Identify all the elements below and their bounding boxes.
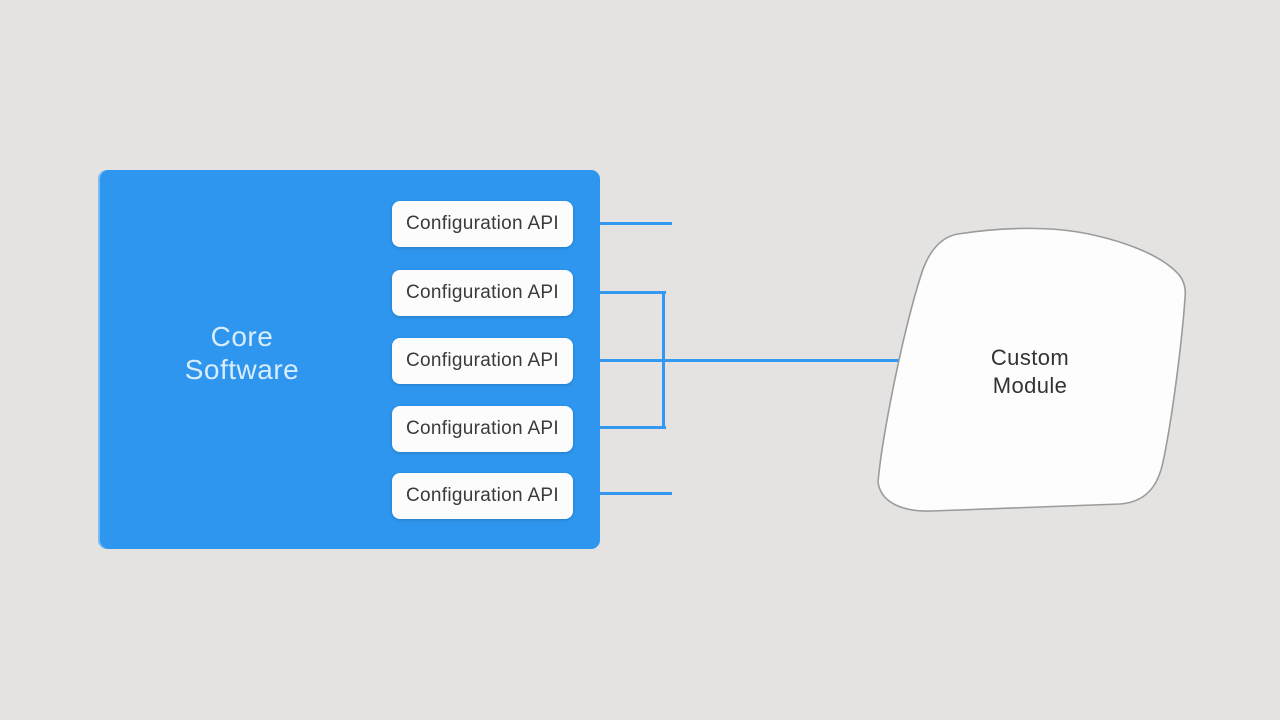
- connector-line-3-to-module: [600, 359, 911, 362]
- api-box-3: Configuration API: [392, 338, 573, 384]
- custom-module-label-line1: Custom: [990, 345, 1070, 370]
- connector-line-4: [600, 426, 666, 429]
- core-software-label-line2: Software: [184, 354, 300, 385]
- custom-module-label-line2: Module: [992, 373, 1068, 398]
- connector-line-5: [600, 492, 672, 495]
- api-box-2: Configuration API: [392, 270, 573, 316]
- api-box-1-label: Configuration API: [406, 213, 559, 234]
- connector-line-2: [600, 291, 666, 294]
- api-box-3-label: Configuration API: [406, 350, 559, 371]
- connector-line-1: [600, 222, 672, 225]
- api-box-5: Configuration API: [392, 473, 573, 519]
- api-box-5-label: Configuration API: [406, 485, 559, 506]
- api-box-1: Configuration API: [392, 201, 573, 247]
- custom-module-label: Custom Module: [930, 344, 1130, 400]
- api-box-2-label: Configuration API: [406, 282, 559, 303]
- core-software-label-line1: Core: [210, 321, 274, 352]
- api-box-4-label: Configuration API: [406, 418, 559, 439]
- core-software-label: Core Software: [142, 320, 342, 386]
- api-box-4: Configuration API: [392, 406, 573, 452]
